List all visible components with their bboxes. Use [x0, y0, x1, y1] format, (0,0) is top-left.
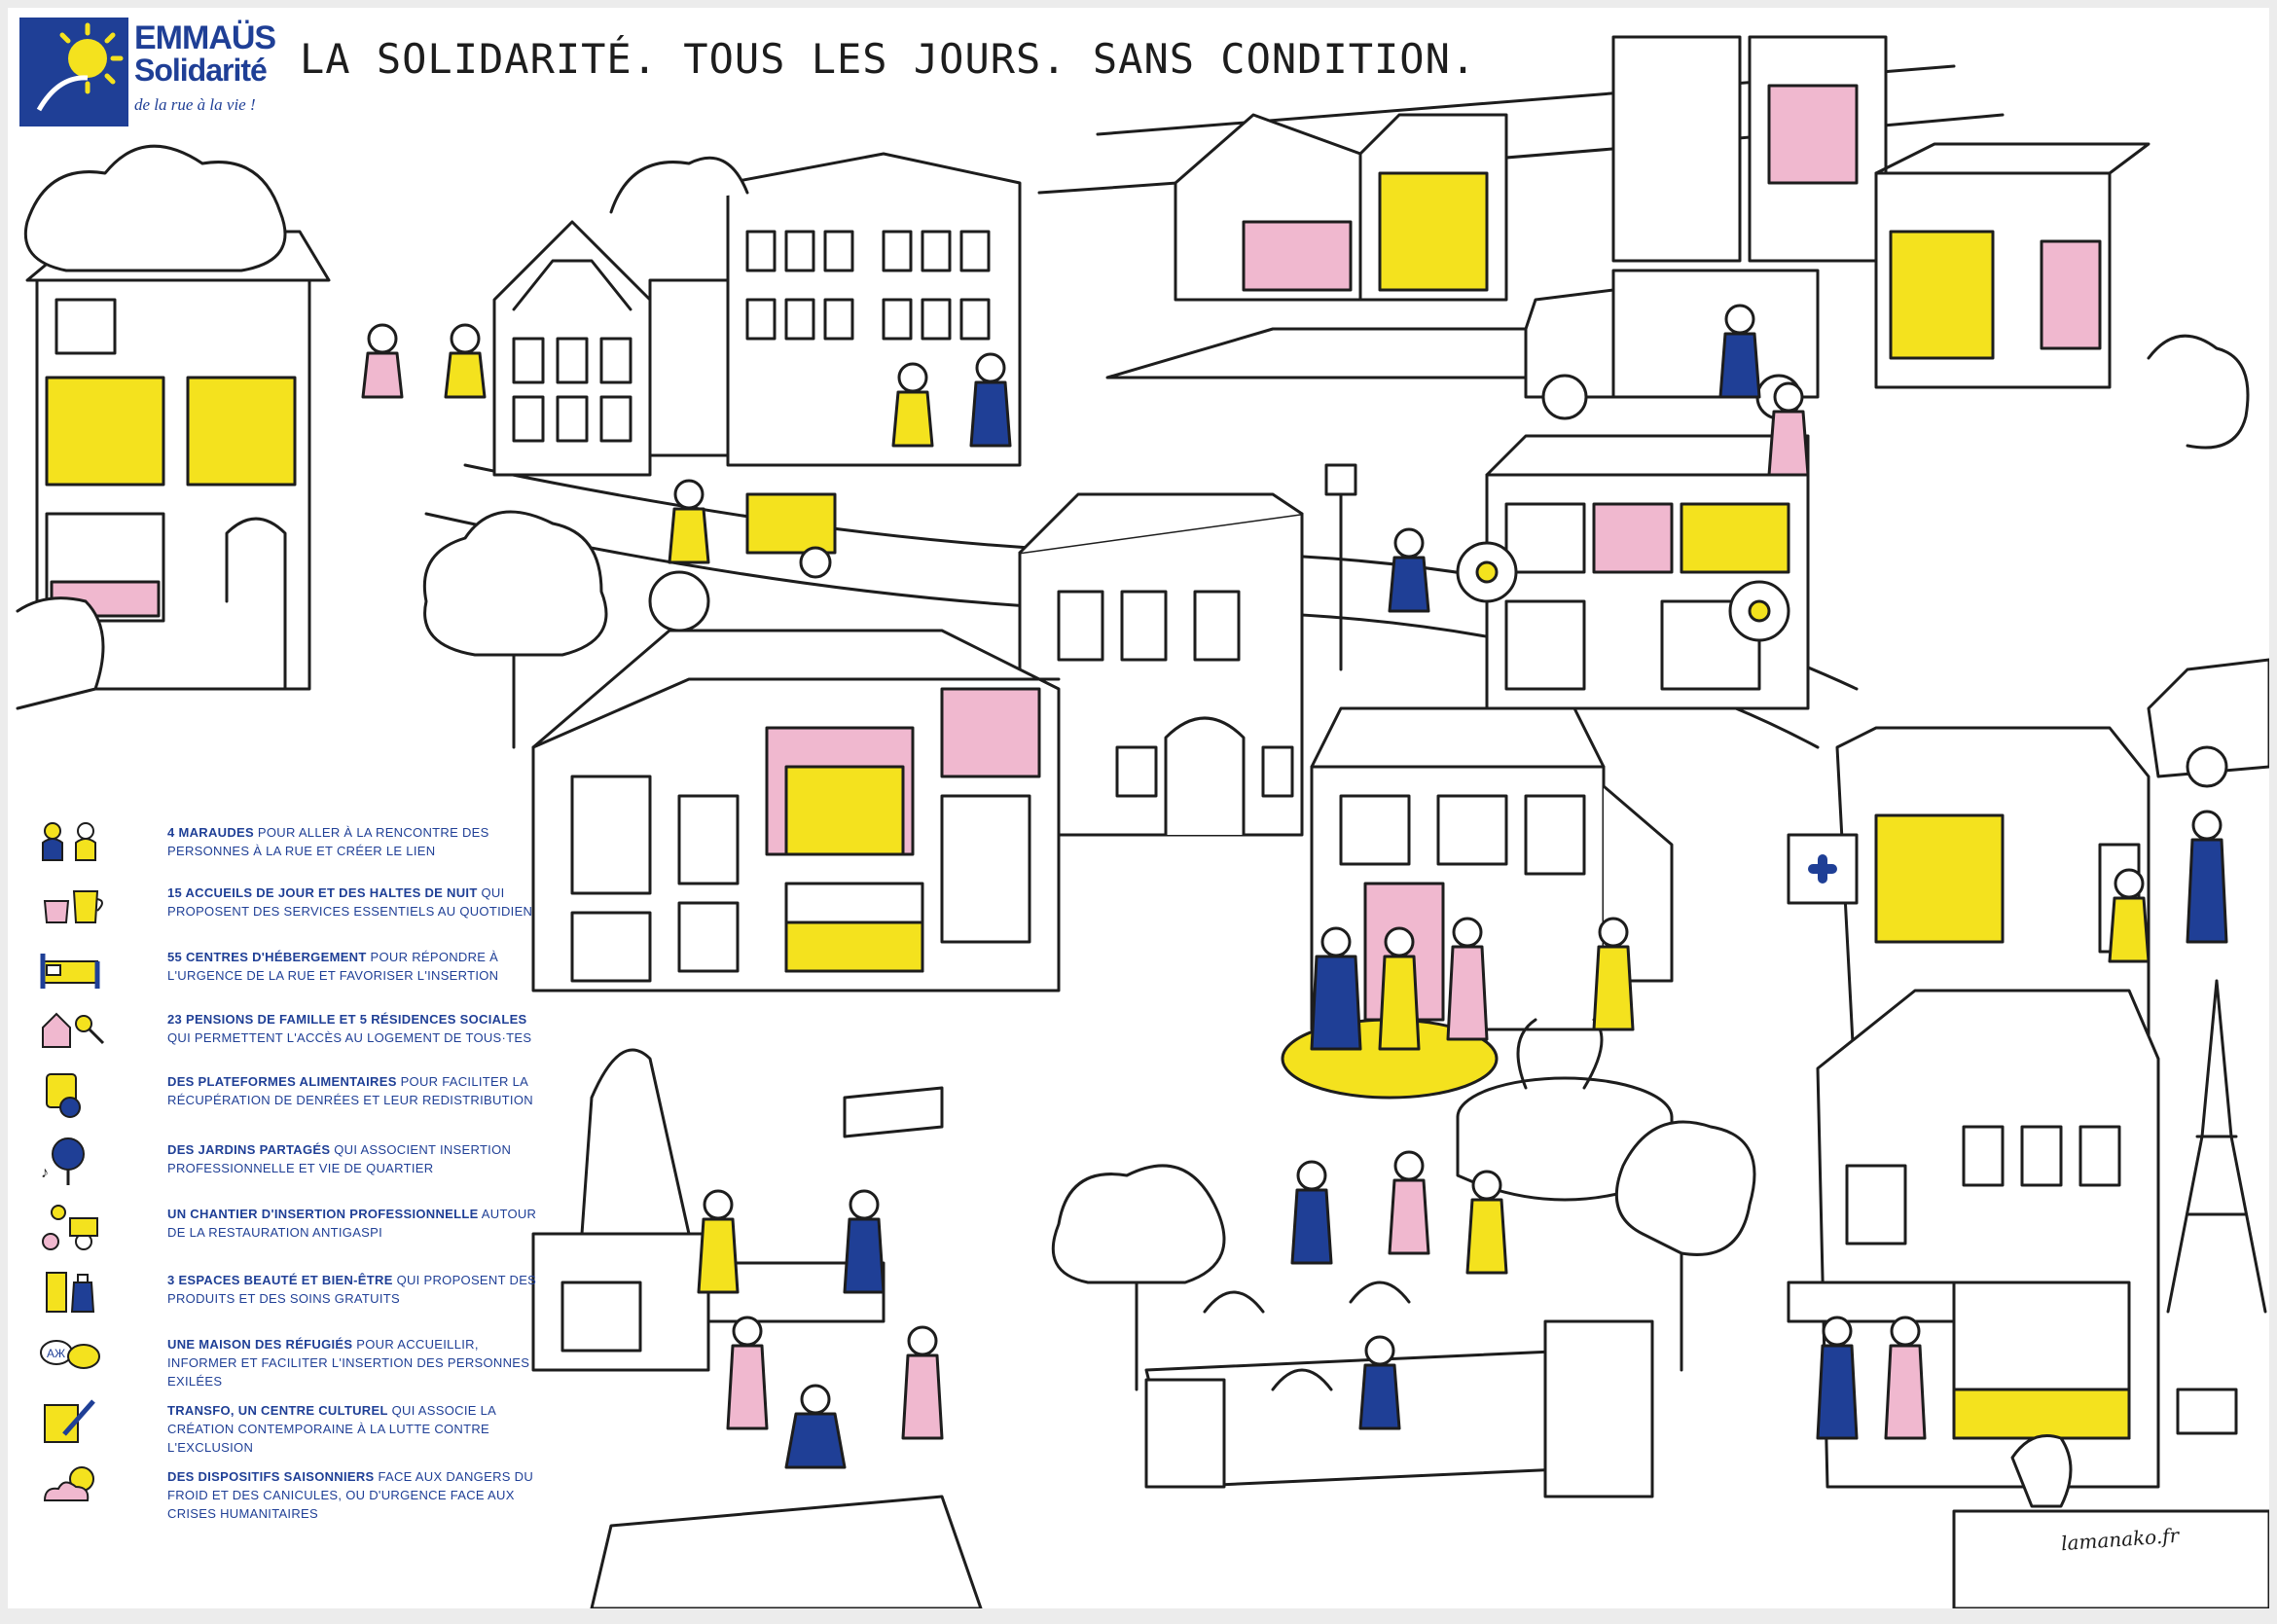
house-key-icon — [42, 1012, 105, 1048]
poster: EMMAÜS Solidarité de la rue à la vie ! L… — [8, 8, 2269, 1608]
legend-bold: 23 PENSIONS DE FAMILLE ET 5 RÉSIDENCES S… — [167, 1012, 527, 1027]
sun-cloud-icon — [43, 1466, 94, 1501]
paint-book-icon — [44, 1399, 95, 1443]
legend-text: 4 MARAUDES POUR ALLER À LA RENCONTRE DES… — [167, 823, 537, 860]
logo-name: EMMAÜS — [134, 19, 276, 56]
legend-text: 55 CENTRES D'HÉBERGEMENT POUR RÉPONDRE À… — [167, 948, 537, 985]
bed-icon — [40, 954, 100, 989]
legend-bold: DES JARDINS PARTAGÉS — [167, 1142, 331, 1157]
legend-bold: DES DISPOSITIFS SAISONNIERS — [167, 1469, 375, 1484]
delivery-bike-icon — [42, 1205, 98, 1250]
emmaus-logo[interactable]: EMMAÜS Solidarité de la rue à la vie ! — [19, 18, 276, 126]
legend-bold: 15 ACCUEILS DE JOUR ET DES HALTES DE NUI… — [167, 885, 478, 900]
city-illustration — [16, 35, 2269, 1608]
legend-desc: POUR ACCUEILLIR, INFORMER ET FACILITER L… — [167, 1337, 530, 1389]
coffee-cup-icon — [43, 890, 103, 923]
legend-desc: QUI ASSOCIE LA CRÉATION CONTEMPORAINE À … — [167, 1403, 496, 1455]
legend-text: UN CHANTIER D'INSERTION PROFESSIONNELLE … — [167, 1205, 537, 1242]
legend-desc: QUI PERMETTENT L'ACCÈS AU LOGEMENT DE TO… — [167, 1030, 532, 1045]
legend-desc: FACE AUX DANGERS DU FROID ET DES CANICUL… — [167, 1469, 534, 1521]
legend-desc: QUI ASSOCIENT INSERTION PROFESSIONNELLE … — [167, 1142, 512, 1175]
legend-text: TRANSFO, UN CENTRE CULTUREL QUI ASSOCIE … — [167, 1401, 537, 1457]
legend-text: 3 ESPACES BEAUTÉ ET BIEN-ÊTRE QUI PROPOS… — [167, 1271, 537, 1308]
page-title: LA SOLIDARITÉ. TOUS LES JOURS. SANS COND… — [300, 35, 1477, 83]
svg-text:AЖ: AЖ — [47, 1347, 65, 1360]
legend-desc: POUR RÉPONDRE À L'URGENCE DE LA RUE ET F… — [167, 950, 499, 983]
legend-desc: QUI PROPOSENT DES SERVICES ESSENTIELS AU… — [167, 885, 533, 919]
legend-bold: 55 CENTRES D'HÉBERGEMENT — [167, 950, 367, 964]
maraude-people-icon — [42, 822, 96, 861]
logo-tagline: de la rue à la vie ! — [134, 95, 256, 114]
house-top-left — [25, 230, 331, 691]
legend-text: DES JARDINS PARTAGÉS QUI ASSOCIENT INSER… — [167, 1140, 537, 1177]
legend-bold: UNE MAISON DES RÉFUGIÉS — [167, 1337, 353, 1352]
legend-desc: POUR FACILITER LA RÉCUPÉRATION DE DENRÉE… — [167, 1074, 533, 1107]
legend-text: DES DISPOSITIFS SAISONNIERS FACE AUX DAN… — [167, 1467, 537, 1523]
legend-text: DES PLATEFORMES ALIMENTAIRES POUR FACILI… — [167, 1072, 537, 1109]
tree-music-icon: ♪ — [41, 1137, 85, 1185]
legend-text: 23 PENSIONS DE FAMILLE ET 5 RÉSIDENCES S… — [167, 1010, 537, 1047]
sun-logo-icon — [36, 22, 124, 112]
legend-bold: TRANSFO, UN CENTRE CULTUREL — [167, 1403, 388, 1418]
legend-desc: QUI PROPOSENT DES PRODUITS ET DES SOINS … — [167, 1273, 537, 1306]
legend-text: UNE MAISON DES RÉFUGIÉS POUR ACCUEILLIR,… — [167, 1335, 537, 1390]
legend-desc: AUTOUR DE LA RESTAURATION ANTIGASPI — [167, 1207, 537, 1240]
svg-text:♪: ♪ — [41, 1165, 49, 1181]
legend-desc: POUR ALLER À LA RENCONTRE DES PERSONNES … — [167, 825, 489, 858]
legend-text: 15 ACCUEILS DE JOUR ET DES HALTES DE NUI… — [167, 884, 537, 920]
speech-bubbles-icon: AЖ — [40, 1340, 100, 1369]
comb-bottle-icon — [46, 1272, 95, 1313]
logo-subname: Solidarité — [134, 53, 268, 88]
food-can-icon — [46, 1073, 81, 1118]
legend-bold: DES PLATEFORMES ALIMENTAIRES — [167, 1074, 397, 1089]
legend-bold: 3 ESPACES BEAUTÉ ET BIEN-ÊTRE — [167, 1273, 393, 1287]
legend-bold: 4 MARAUDES — [167, 825, 254, 840]
legend-bold: UN CHANTIER D'INSERTION PROFESSIONNELLE — [167, 1207, 479, 1221]
